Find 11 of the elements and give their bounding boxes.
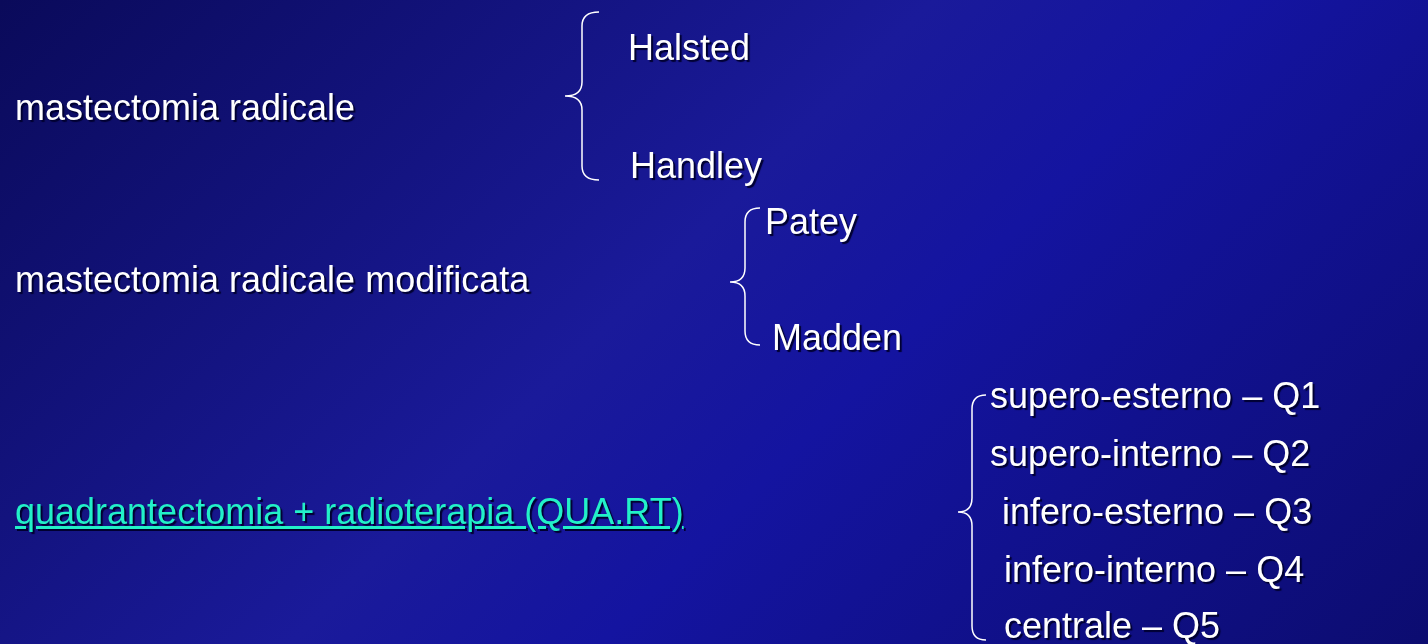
label-text: Handley [630, 146, 763, 186]
label-text: Madden [772, 318, 903, 358]
label-text: infero-esterno – Q3 [1002, 492, 1313, 532]
link-text: quadrantectomia + radioterapia (QUA.RT) [15, 492, 684, 532]
label-text: Patey [765, 202, 858, 242]
label-text: supero-esterno – Q1 [990, 376, 1321, 416]
label-text: Halsted [628, 28, 751, 68]
label-text: mastectomia radicale [15, 88, 356, 128]
label-text: infero-interno – Q4 [1004, 550, 1305, 590]
label-text: supero-interno – Q2 [990, 434, 1311, 474]
label-text: mastectomia radicale modificata [15, 260, 530, 300]
